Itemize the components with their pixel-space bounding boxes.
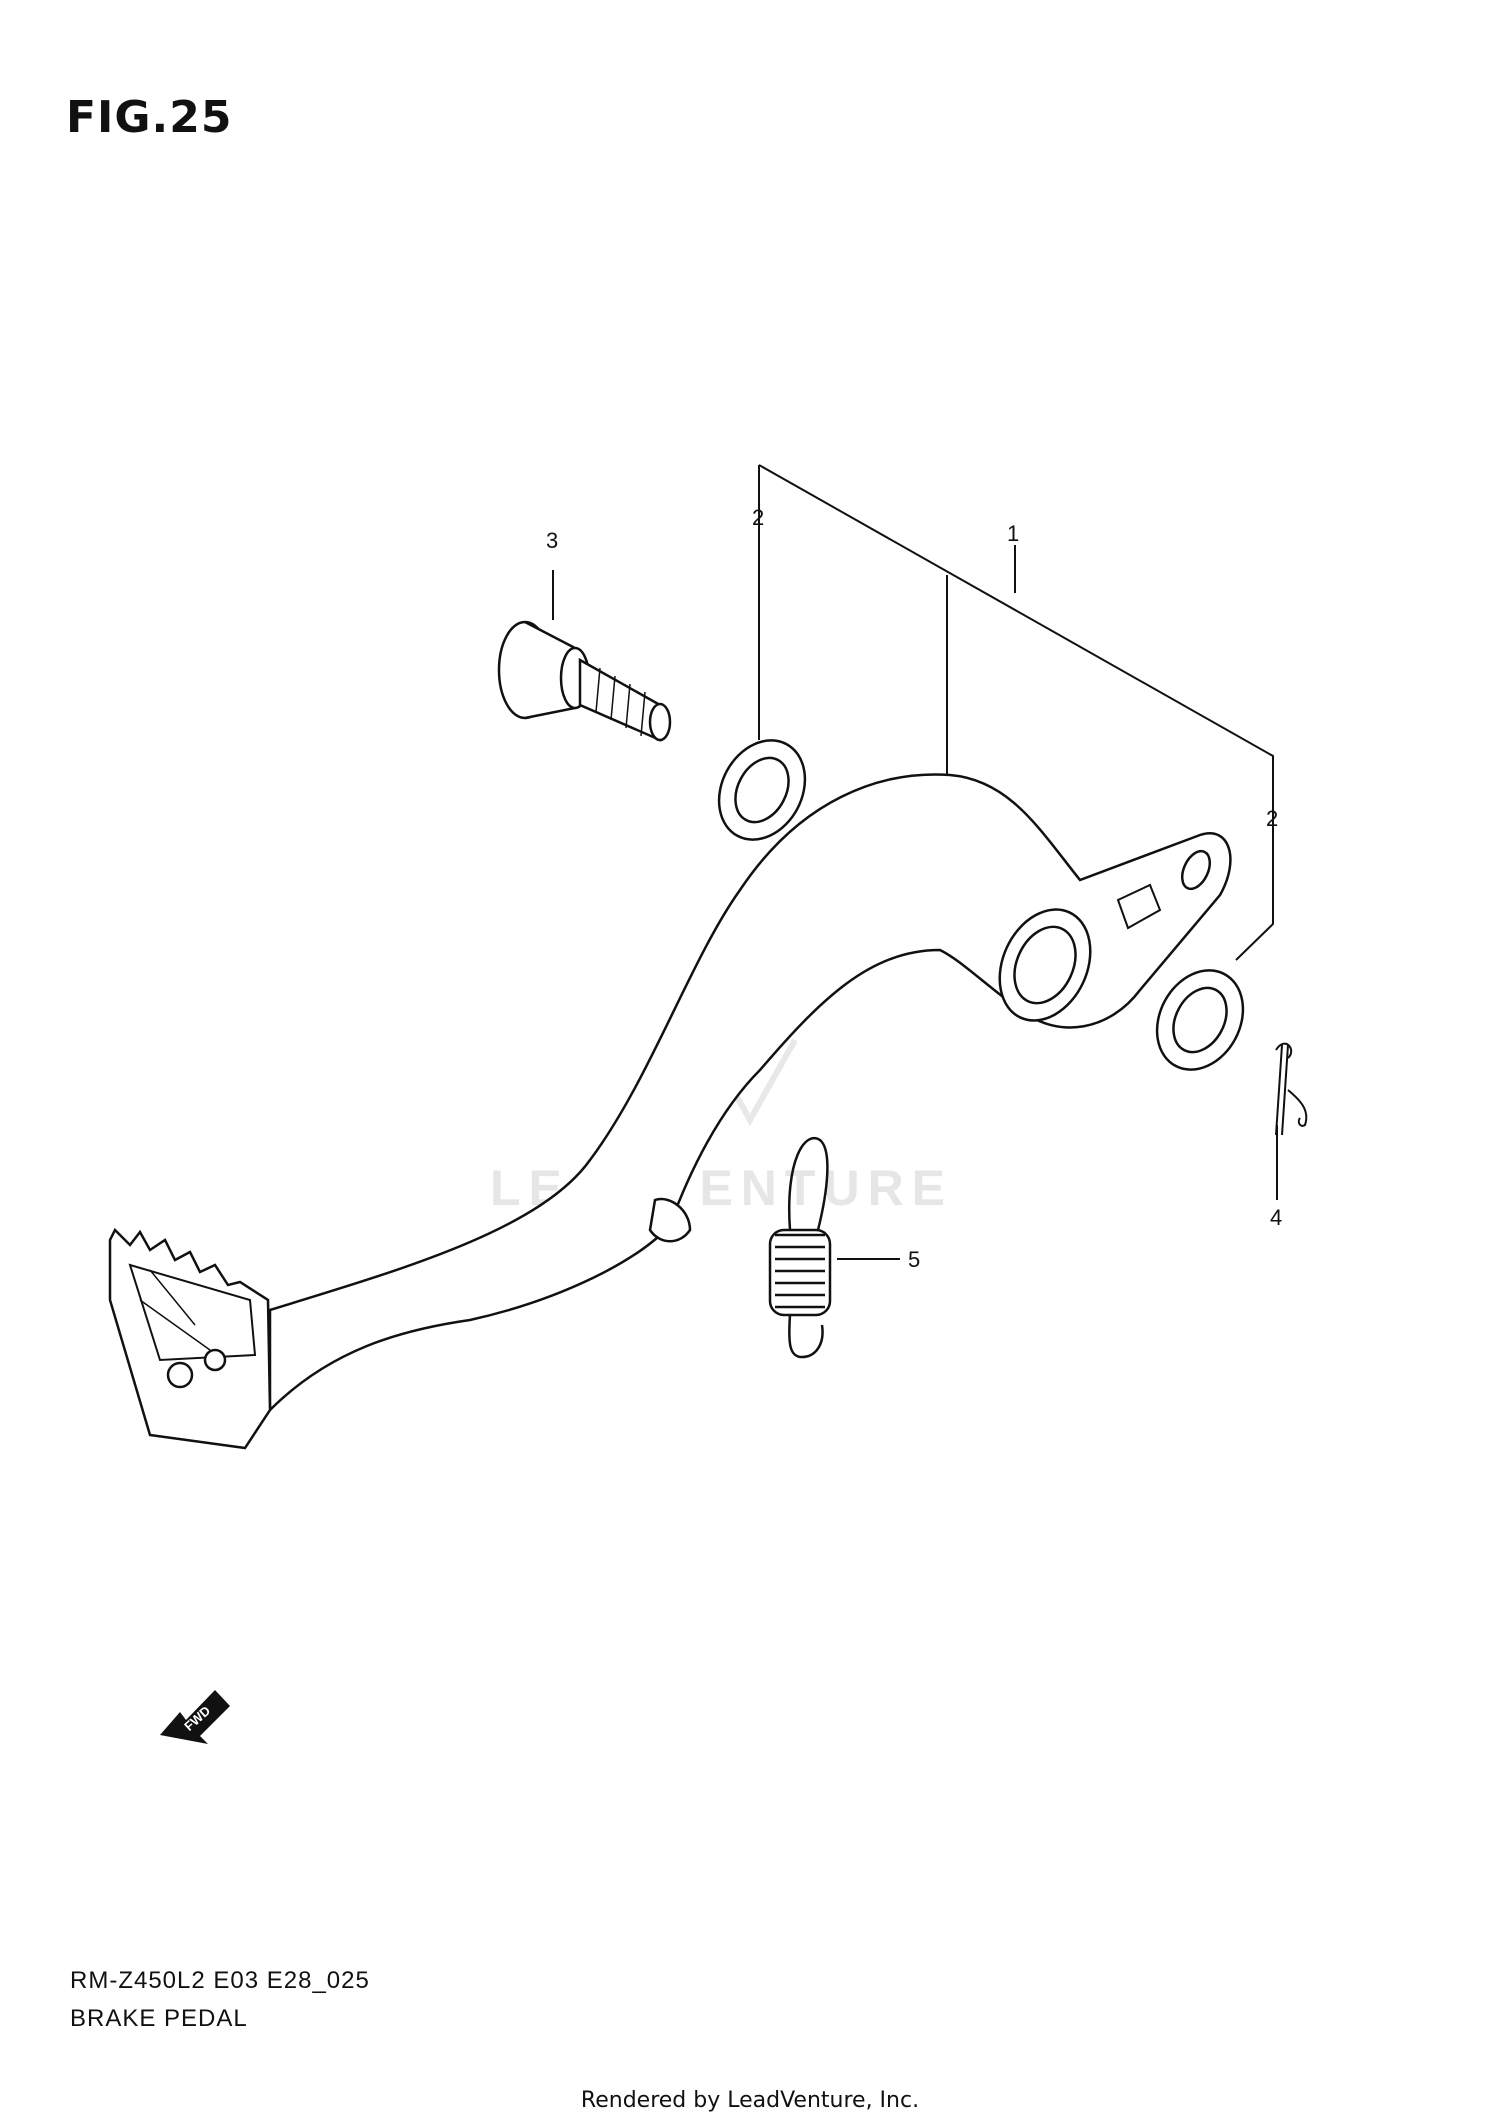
callout-1: 1 xyxy=(1007,521,1019,546)
callout-2a: 2 xyxy=(752,505,764,530)
diagram-name: BRAKE PEDAL xyxy=(70,2005,248,2032)
callout-3: 3 xyxy=(546,528,558,553)
brake-pedal xyxy=(268,773,1232,1414)
diagram-code: RM-Z450L2 E03 E28_025 xyxy=(70,1967,370,1994)
rendered-by-credit: Rendered by LeadVenture, Inc. xyxy=(580,2088,920,2113)
figure-title: FIG.25 xyxy=(66,92,233,143)
callout-4: 4 xyxy=(1270,1205,1282,1230)
return-spring xyxy=(768,1137,832,1359)
pedal-tip xyxy=(108,1227,272,1450)
fwd-arrow-icon xyxy=(160,1690,230,1744)
seal-left xyxy=(717,739,807,841)
callout-5: 5 xyxy=(908,1247,920,1272)
leader-lines xyxy=(552,464,1278,1260)
callout-2b: 2 xyxy=(1266,806,1278,831)
pivot-bolt xyxy=(497,620,672,742)
cotter-pin xyxy=(1275,1042,1308,1136)
seal-right xyxy=(1155,969,1245,1071)
